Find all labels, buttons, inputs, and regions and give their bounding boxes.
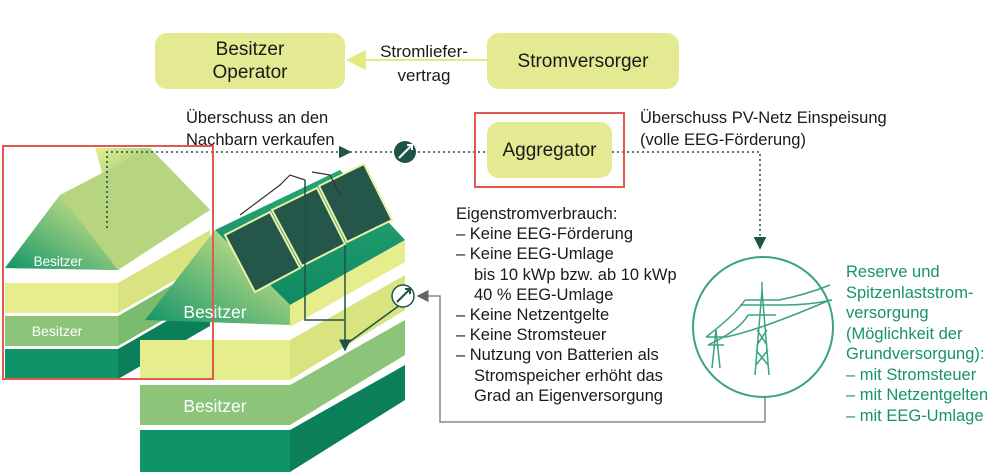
grid-circle: [692, 256, 834, 398]
aggregator-box: Aggregator: [487, 122, 612, 178]
grid-reserve-line: versorgung: [846, 304, 929, 322]
self-consumption-title: Eigenstromverbrauch:: [456, 205, 618, 223]
list-item-text: Stromspeicher erhöht das: [474, 366, 663, 385]
grid-reserve-line: Grundversorgung):: [846, 345, 985, 363]
label-left-mid: Besitzer: [32, 323, 83, 339]
supplier-box: Stromversorger: [487, 33, 679, 89]
pv-feed-line2: (volle EEG-Förderung): [640, 131, 806, 149]
grid-reserve-line: – mit Stromsteuer: [846, 365, 977, 384]
grid-reserve-line: – mit EEG-Umlage: [846, 406, 984, 425]
contract-line2: vertrag: [397, 66, 451, 85]
right-building: [140, 162, 405, 472]
owner-operator-box: Besitzer Operator: [155, 33, 345, 89]
grid-reserve-block: Reserve und Spitzenlaststrom- versorgung…: [846, 262, 988, 426]
sell-neighbor-line2: Nachbarn verkaufen: [186, 131, 335, 149]
label-left-top: Besitzer: [34, 254, 83, 269]
grid-reserve-line: (Möglichkeit der: [846, 324, 963, 343]
grid-reserve-line: – mit Netzentgelten: [846, 386, 989, 404]
pylon-icon: [705, 282, 833, 376]
contract-line1: Stromliefer-: [380, 42, 468, 61]
meter-icon: [394, 141, 416, 163]
owner-operator-line2: Operator: [212, 62, 288, 83]
self-consumption-block: Eigenstromverbrauch: – Keine EEG-Förderu…: [456, 204, 677, 406]
list-item-text: 40 % EEG-Umlage: [474, 285, 614, 304]
contract-label: Stromliefer- vertrag: [368, 40, 480, 88]
pv-feed-label: Überschuss PV-Netz Einspeisung (volle EE…: [640, 107, 887, 151]
list-item: Stromspeicher erhöht das: [456, 366, 677, 386]
solar-panels: [223, 162, 394, 294]
sell-neighbor-line1: Überschuss an den: [186, 109, 329, 127]
list-item: Grad an Eigenversorgung: [456, 386, 677, 406]
list-item: – Keine Netzentgelte: [456, 306, 610, 325]
pv-feed-line1: Überschuss PV-Netz Einspeisung: [640, 109, 887, 127]
grid-reserve-line: Spitzenlaststrom-: [846, 283, 974, 302]
sell-neighbor-label: Überschuss an den Nachbarn verkaufen: [186, 107, 335, 151]
supplier-label: Stromversorger: [517, 50, 649, 72]
grid-reserve-line: Reserve und: [846, 263, 940, 281]
list-item-text: bis 10 kWp bzw. ab 10 kWp: [474, 265, 677, 284]
owner-operator-line1: Besitzer: [215, 39, 285, 60]
list-item: – Nutzung von Batterien als: [456, 346, 659, 365]
grid-supply-line: [416, 290, 766, 423]
list-item: bis 10 kWp bzw. ab 10 kWp: [456, 265, 677, 285]
neighbor-flow-line: [106, 145, 352, 228]
meter-icon-2: [391, 284, 415, 308]
list-item-text: Grad an Eigenversorgung: [474, 386, 663, 405]
list-item: – Keine EEG-Umlage: [456, 245, 614, 264]
aggregator-label: Aggregator: [502, 139, 597, 161]
feed-in-line: [612, 151, 767, 250]
aggregator-highlight-frame: [474, 112, 625, 188]
list-item: – Keine EEG-Förderung: [456, 225, 634, 244]
list-item: 40 % EEG-Umlage: [456, 285, 677, 305]
label-right-floor: Besitzer: [183, 396, 246, 416]
owner-highlight-frame: [2, 145, 214, 380]
self-consumption-list: – Keine EEG-Förderung – Keine EEG-Umlage…: [456, 224, 677, 406]
label-right-roof: Besitzer: [183, 302, 246, 322]
list-item: – Keine Stromsteuer: [456, 326, 607, 345]
